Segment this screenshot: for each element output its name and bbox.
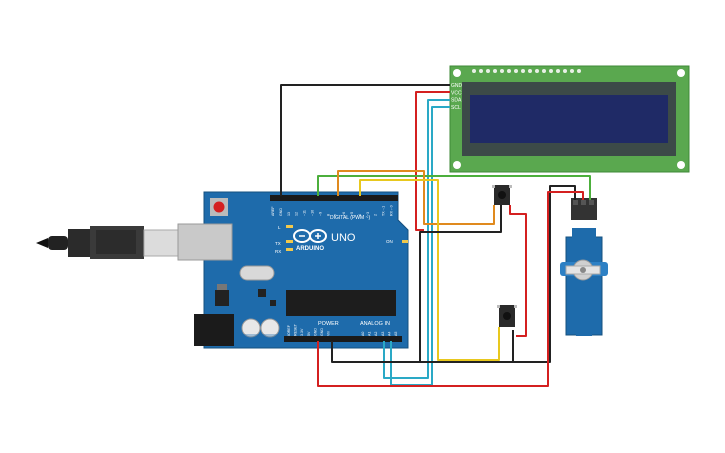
power-pin-label: GND: [320, 328, 324, 336]
wire-5v-chain: [317, 191, 584, 387]
servo-motor-icon[interactable]: [560, 198, 608, 336]
lcd-pin-label: GND: [451, 83, 463, 89]
lcd-pin-label: SCL: [451, 105, 461, 111]
digital-label: DIGITAL (PWM ~): [330, 215, 370, 221]
arduino-uno-board[interactable]: ARDUINO UNO DIGITAL (PWM ~) POWER ANALOG…: [177, 191, 409, 349]
pushbutton-icon[interactable]: [492, 185, 512, 205]
analog-pin-label: A1: [368, 332, 372, 336]
digital-pin-label: 12: [295, 212, 299, 216]
lcd-header-pin: [556, 69, 560, 73]
analog-pin-label: A2: [374, 332, 378, 336]
wire-button-2: [359, 179, 500, 361]
analog-pin-label: A4: [387, 332, 391, 336]
digital-pin-label: 7: [334, 214, 338, 216]
tx-label: TX: [275, 241, 281, 246]
wires: [280, 84, 591, 387]
wire-lcd-gnd: [280, 84, 450, 196]
wire-lcd-sda: [383, 99, 450, 379]
power-pin-label: IOREF: [287, 324, 291, 336]
lcd-header-pin: [500, 69, 504, 73]
lcd-header-pin: [479, 69, 483, 73]
wire-lcd-vcc: [415, 91, 450, 231]
lcd-header-pin: [507, 69, 511, 73]
usb-cable-icon[interactable]: [36, 226, 179, 259]
power-pin-label: GND: [313, 328, 317, 336]
digital-pin-label: 4: [358, 214, 362, 216]
lcd-header-pin: [542, 69, 546, 73]
digital-pin-label: RX←0: [390, 205, 394, 216]
analog-pin-label: A0: [361, 332, 365, 336]
digital-pin-label: ~11: [303, 210, 307, 216]
lcd-header-pin: [535, 69, 539, 73]
lcd-header-pin: [528, 69, 532, 73]
lcd-header-pin: [472, 69, 476, 73]
lcd-top-pins: [472, 69, 581, 73]
power-pin-label: Vin: [327, 331, 331, 336]
lcd-header-pin: [549, 69, 553, 73]
wire-gnd-chain: [331, 185, 576, 363]
wire-servo-signal: [317, 175, 591, 200]
lcd-header-pin: [563, 69, 567, 73]
digital-header: [270, 195, 398, 201]
analog-label: ANALOG IN: [360, 321, 390, 327]
digital-pin-label: ~5: [350, 212, 354, 216]
lcd-header-pin: [493, 69, 497, 73]
power-pin-label: 5V: [307, 331, 311, 336]
power-analog-header: [284, 336, 402, 342]
lcd-header-pin: [577, 69, 581, 73]
pushbutton-icon[interactable]: [497, 305, 517, 327]
digital-pin-labels: AREF GND 13 12 ~11 ~10~9 8 7 ~6 ~5 4 ~3 2 TX→1 RX←0: [271, 205, 394, 216]
lcd-header-pin: [521, 69, 525, 73]
microcontroller-chip: [286, 290, 396, 316]
analog-pin-label: A5: [394, 332, 398, 336]
digital-pin-label: 8: [326, 214, 330, 216]
board-brand: ARDUINO: [296, 246, 324, 252]
power-pin-label: RESET: [294, 323, 298, 336]
on-label: ON: [386, 239, 393, 244]
lcd-pin-label: SDA: [451, 98, 462, 104]
digital-pin-label: AREF: [271, 206, 275, 216]
lcd-screen: [470, 95, 668, 143]
digital-pin-label: ~6: [342, 212, 346, 216]
lcd-header-pin: [570, 69, 574, 73]
board-model: UNO: [331, 232, 356, 244]
lcd-pin-label: VCC: [451, 90, 462, 96]
lcd-header-pin: [514, 69, 518, 73]
power-label: POWER: [318, 321, 339, 327]
reset-button[interactable]: [213, 201, 225, 213]
digital-pin-label: 2: [374, 214, 378, 216]
digital-pin-label: ~10: [311, 210, 315, 216]
rx-label: RX: [275, 249, 281, 254]
power-pin-label: 3.3V: [300, 328, 304, 336]
digital-pin-label: ~3: [366, 212, 370, 216]
lcd-header-pin: [486, 69, 490, 73]
digital-pin-label: GND: [279, 208, 283, 216]
digital-pin-label: TX→1: [382, 206, 386, 216]
l-label: L: [278, 225, 281, 230]
digital-pin-label: 13: [287, 212, 291, 216]
analog-pin-label: A3: [381, 332, 385, 336]
digital-pin-label: ~9: [318, 212, 322, 216]
arduino-logo-icon: [293, 229, 327, 243]
wire-button-1: [337, 170, 495, 225]
